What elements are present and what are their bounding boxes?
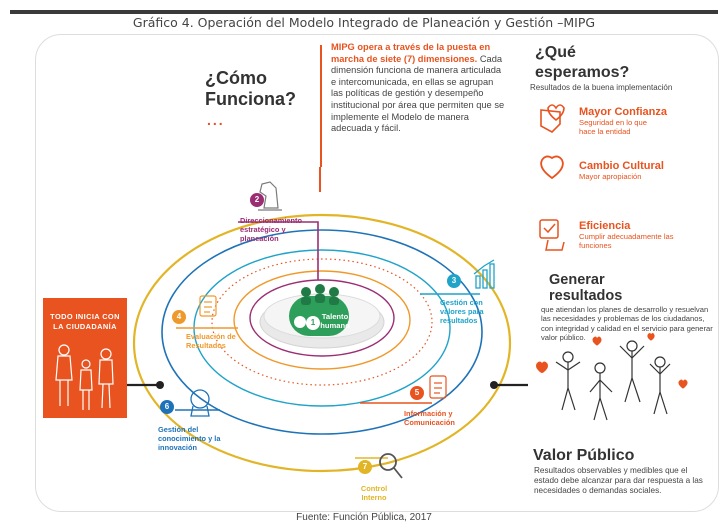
magnifier-icon xyxy=(379,453,403,479)
ciudadania-label: TODO INICIA CON LA CIUDADANÍA xyxy=(50,312,120,331)
que-esperamos-heading: ¿Qué esperamos? xyxy=(535,43,629,83)
intro-paragraph: MIPG opera a través de la puesta en marc… xyxy=(331,42,507,135)
intro-highlight: MIPG opera a través de la puesta en marc… xyxy=(331,42,491,64)
dimension-4-label: Evaluación de Resultados xyxy=(186,332,236,350)
dimension-1-badge: 1 xyxy=(306,316,320,330)
conocimiento-ring xyxy=(161,229,483,435)
expectation-eficiencia: Eficiencia Cumplir adecuadamente las fun… xyxy=(579,220,709,250)
head-icon xyxy=(190,389,210,417)
valor-publico-desc: Resultados observables y medibles que el… xyxy=(534,466,703,495)
control-interno-ring xyxy=(132,213,512,473)
clipboard-icon xyxy=(199,295,217,317)
expectation-desc: Seguridad en lo que hace la entidad xyxy=(579,118,647,136)
expectation-title: Cambio Cultural xyxy=(579,160,664,172)
dimension-7-badge: 7 xyxy=(358,460,372,474)
como-line1: ¿Cómo xyxy=(205,68,267,88)
citizens-illustration xyxy=(55,344,114,410)
heart-icon xyxy=(540,155,564,180)
generar-resultados-desc: que atiendan los planes de desarrollo y … xyxy=(541,305,713,342)
dimension-1-label: Talento humano xyxy=(320,312,350,330)
expectation-cambio-cultural: Cambio Cultural Mayor apropiación xyxy=(579,160,709,181)
figure-source: Fuente: Función Pública, 2017 xyxy=(296,512,432,523)
hand-heart-icon xyxy=(540,104,565,133)
celebrating-people-illustration xyxy=(555,340,671,421)
bar-chart-icon xyxy=(473,259,495,289)
generar-line1: Generar xyxy=(549,272,605,288)
expectation-mayor-confianza: Mayor Confianza Seguridad en lo que hace… xyxy=(579,106,709,136)
dimension-6-badge: 6 xyxy=(160,400,174,414)
direccionamiento-connector xyxy=(238,221,319,280)
dimension-3-badge: 3 xyxy=(447,274,461,288)
expectation-desc: Cumplir adecuadamente las funciones xyxy=(579,232,674,250)
expectation-desc: Mayor apropiación xyxy=(579,172,642,181)
document-icon xyxy=(429,375,447,399)
esperamos-subtitle: Resultados de la buena implementación xyxy=(530,83,673,92)
ciudadania-box xyxy=(43,298,127,418)
dimension-4-badge: 4 xyxy=(172,310,186,324)
dimension-3-label: Gestión con valores para resultados xyxy=(440,298,484,325)
intro-accent-line xyxy=(320,45,322,167)
evaluacion-ring xyxy=(233,270,411,370)
generar-line2: resultados xyxy=(549,288,623,304)
esperamos-line1: ¿Qué xyxy=(535,44,576,61)
ellipsis-dots: ... xyxy=(207,112,225,128)
floating-hearts-icon xyxy=(536,333,688,389)
top-rule xyxy=(10,10,718,14)
intro-body: Cada dimensión funciona de manera articu… xyxy=(331,53,505,134)
dimension-6-label: Gestión del conocimiento y la innovación xyxy=(158,425,221,452)
diagram-frame xyxy=(35,34,719,512)
expectation-title: Eficiencia xyxy=(579,220,631,232)
dimension-2-label: Direccionamiento estratégico y planeació… xyxy=(240,216,303,243)
people-group-icon xyxy=(301,284,339,305)
checklist-hand-icon xyxy=(539,219,565,251)
dimension-7-label: Control Interno xyxy=(360,484,388,502)
generar-resultados-heading: Generar resultados xyxy=(549,272,622,304)
badge-1-circle xyxy=(294,316,306,328)
esperamos-line2: esperamos? xyxy=(535,64,630,81)
como-line2: Funciona? xyxy=(205,89,296,109)
expectation-title: Mayor Confianza xyxy=(579,106,668,118)
dimension-5-badge: 5 xyxy=(410,386,424,400)
dimension-5-label: Información y Comunicación xyxy=(404,409,455,427)
como-funciona-heading: ¿Cómo Funciona? xyxy=(205,68,296,110)
figure-caption: Gráfico 4. Operación del Modelo Integrad… xyxy=(132,15,596,30)
chess-knight-icon xyxy=(258,181,282,211)
informacion-ring xyxy=(211,258,433,386)
dimension-2-badge: 2 xyxy=(250,193,264,207)
direccionamiento-ring xyxy=(249,279,395,357)
valor-publico-heading: Valor Público xyxy=(533,447,635,464)
